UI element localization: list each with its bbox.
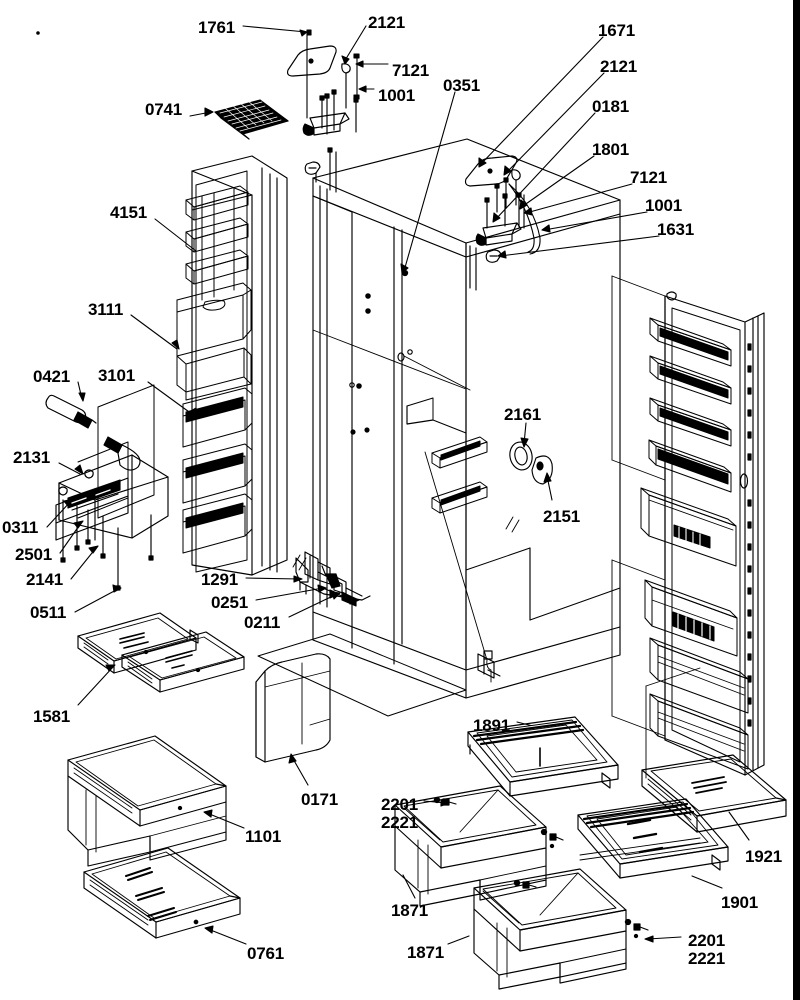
part-1921-glass-shelf (641, 667, 787, 833)
callout-2221-right: 2221 (688, 949, 726, 968)
hinge-hardware-right (464, 155, 541, 291)
main-cabinet (257, 138, 621, 717)
callout-2201-right: 2201 (688, 931, 726, 950)
callout-1631: 1631 (657, 220, 695, 239)
callout-1101: 1101 (245, 827, 282, 846)
callout-1291: 1291 (201, 570, 239, 589)
callout-1801: 1801 (592, 140, 630, 159)
part-1581-split-shelf (77, 612, 245, 693)
callout-1871-upper: 1871 (391, 901, 429, 920)
part-0761-shelf (83, 847, 241, 939)
callout-3101: 3101 (98, 366, 136, 385)
callout-4151: 4151 (110, 203, 148, 222)
page-right-border (793, 0, 800, 1000)
part-1761-hinge-cover (286, 45, 337, 77)
callout-7121-right: 7121 (630, 168, 668, 187)
part-1871-pan-lower (473, 868, 649, 990)
part-1871-pan-upper (394, 785, 564, 907)
part-0351-grommet (401, 269, 409, 277)
part-2161-grommet (509, 441, 533, 471)
callout-0181: 0181 (592, 97, 630, 116)
callout-0741: 0741 (145, 100, 183, 119)
part-1891-crisper-frame (467, 716, 619, 797)
callout-1891: 1891 (473, 716, 511, 735)
callout-2161: 2161 (504, 405, 542, 424)
liner-shield-plate (77, 384, 155, 519)
part-1101-drawer (67, 735, 227, 867)
callout-2221-left: 2221 (381, 813, 419, 832)
callout-1871-lower: 1871 (407, 943, 445, 962)
part-2151-plug (531, 455, 553, 485)
callout-2141: 2141 (26, 570, 64, 589)
callout-1901: 1901 (721, 893, 759, 912)
part-0421-bulb (45, 394, 97, 429)
callout-1001-right: 1001 (645, 196, 683, 215)
part-0741-grille (214, 99, 289, 140)
callout-2151: 2151 (543, 507, 581, 526)
part-0421-bulb-second (103, 436, 141, 471)
callout-0171: 0171 (301, 790, 339, 809)
callout-3111: 3111 (88, 300, 124, 319)
callout-0511: 0511 (30, 603, 67, 622)
callout-0351: 0351 (443, 76, 481, 95)
callout-2121-top-left: 2121 (368, 13, 406, 32)
callout-0211: 0211 (244, 613, 281, 632)
part-4151-freezer-door (176, 155, 309, 591)
callout-1921: 1921 (745, 847, 783, 866)
part-1901-crisper-frame (577, 798, 729, 879)
callout-1671: 1671 (598, 21, 636, 40)
callout-1761: 1761 (198, 18, 236, 37)
callout-0311: 0311 (2, 518, 39, 537)
hinge-hardware-left (302, 63, 359, 193)
callout-1001-left: 1001 (378, 86, 416, 105)
part-0171-cover (255, 653, 331, 763)
control-housing-assembly (55, 454, 169, 591)
callout-2121-top-right: 2121 (600, 57, 638, 76)
callout-0761: 0761 (247, 944, 285, 963)
bottom-hinge-hardware (299, 551, 501, 679)
right-refrigerator-door (611, 275, 765, 776)
callout-7121-left: 7121 (392, 61, 430, 80)
callout-0251: 0251 (211, 593, 249, 612)
callout-1581: 1581 (33, 707, 71, 726)
callout-2131: 2131 (13, 448, 51, 467)
callout-2501: 2501 (15, 545, 53, 564)
leader-lines-top (46, 25, 750, 945)
callout-2201-left: 2201 (381, 795, 419, 814)
callout-0421: 0421 (33, 367, 71, 386)
